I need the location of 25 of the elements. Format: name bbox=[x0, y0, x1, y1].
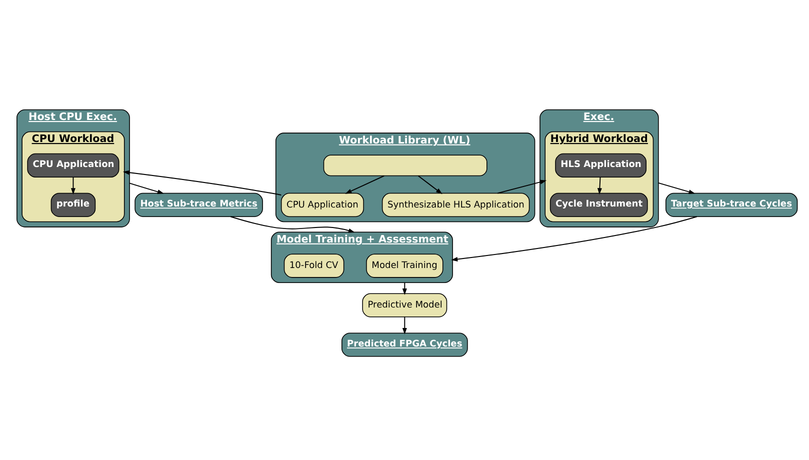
node-box: Synthesizable HLS Application bbox=[382, 192, 530, 216]
arrow bbox=[451, 216, 698, 261]
node-box: Cycle Instrument bbox=[550, 192, 648, 216]
node-box: Host Sub-trace Metrics bbox=[134, 192, 263, 216]
arrow bbox=[70, 176, 76, 194]
node-box bbox=[323, 154, 488, 176]
node-box: Target Sub-trace Cycles bbox=[665, 192, 798, 216]
arrow bbox=[497, 179, 547, 194]
node-box: Model Training bbox=[366, 253, 444, 278]
node-box: Predicted FPGA Cycles bbox=[341, 332, 468, 356]
node-box: CPU Application bbox=[27, 152, 120, 177]
node-box: profile bbox=[50, 192, 96, 216]
node-box: CPU Application bbox=[280, 192, 364, 216]
arrow bbox=[122, 170, 282, 195]
node-box: 10-Fold CV bbox=[284, 253, 344, 278]
arrow bbox=[345, 174, 385, 194]
arrow bbox=[129, 182, 164, 194]
node-box: Predictive Model bbox=[362, 292, 448, 317]
arrow bbox=[597, 176, 602, 194]
arrow bbox=[418, 174, 442, 194]
arrow bbox=[402, 282, 407, 294]
node-box: HLS Application bbox=[555, 152, 647, 177]
arrow bbox=[402, 316, 407, 334]
arrow bbox=[658, 182, 696, 194]
arrow bbox=[230, 216, 355, 232]
